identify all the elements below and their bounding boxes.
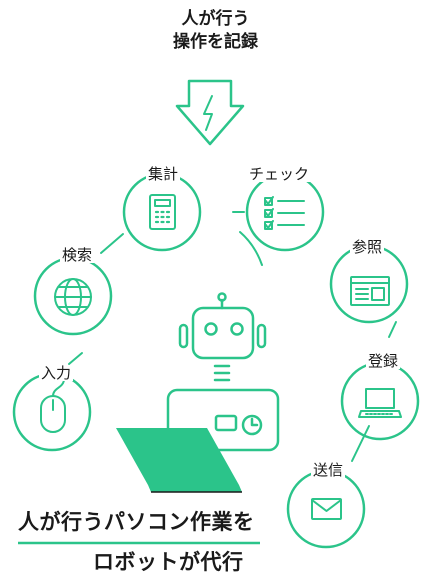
checklist-icon (264, 196, 305, 230)
step-label-register: 登録 (366, 352, 401, 370)
tagline-line-2: ロボットが代行 (93, 550, 244, 574)
envelope-icon (311, 498, 342, 520)
robot-illustration (166, 292, 280, 452)
tagline-line-1: 人が行うパソコン作業を (18, 510, 255, 534)
step-label-input: 入力 (39, 364, 74, 382)
connector-lines (68, 211, 397, 462)
calculator-icon (149, 194, 176, 230)
laptop-silhouette (116, 428, 242, 493)
laptop-icon (358, 388, 402, 418)
browser-window-icon (350, 276, 390, 306)
step-label-check: チェック (247, 165, 312, 183)
step-label-send: 送信 (311, 461, 346, 479)
step-circle-register (340, 361, 420, 441)
record-arrow-icon (175, 79, 245, 146)
step-label-search: 検索 (60, 246, 95, 264)
step-circle-input (12, 372, 92, 452)
mouse-icon (40, 379, 66, 433)
step-label-tally: 集計 (146, 165, 181, 183)
step-label-reference: 参照 (350, 238, 385, 256)
globe-icon (54, 278, 92, 316)
header-line-1: 人が行う (181, 9, 250, 29)
step-circle-send (286, 469, 366, 549)
header-line-2: 操作を記録 (173, 32, 258, 52)
